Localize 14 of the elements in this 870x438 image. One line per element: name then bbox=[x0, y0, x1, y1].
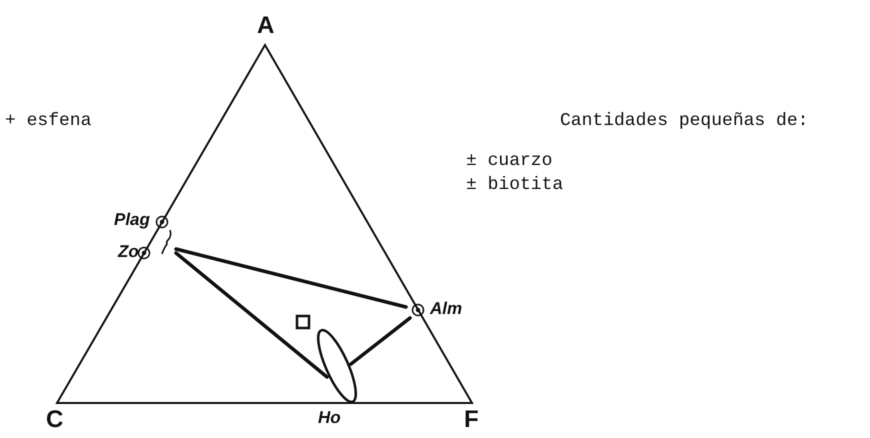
note-text: ± biotita bbox=[466, 175, 564, 195]
note-text: + esfena bbox=[5, 111, 92, 131]
tie-line bbox=[174, 251, 329, 379]
vertex-label: A bbox=[257, 12, 274, 40]
tie-line bbox=[349, 316, 412, 366]
vertex-label: C bbox=[46, 406, 64, 434]
note-text: ± cuarzo bbox=[466, 151, 552, 171]
mineral-label: Plag bbox=[114, 210, 150, 230]
note-text: Cantidades pequeñas de: bbox=[560, 111, 808, 131]
mineral-label: Ho bbox=[318, 408, 341, 428]
tie-line bbox=[174, 247, 408, 309]
mineral-label: Zo bbox=[118, 242, 139, 262]
mineral-label: Alm bbox=[430, 299, 462, 319]
vertex-label: F bbox=[464, 406, 479, 434]
